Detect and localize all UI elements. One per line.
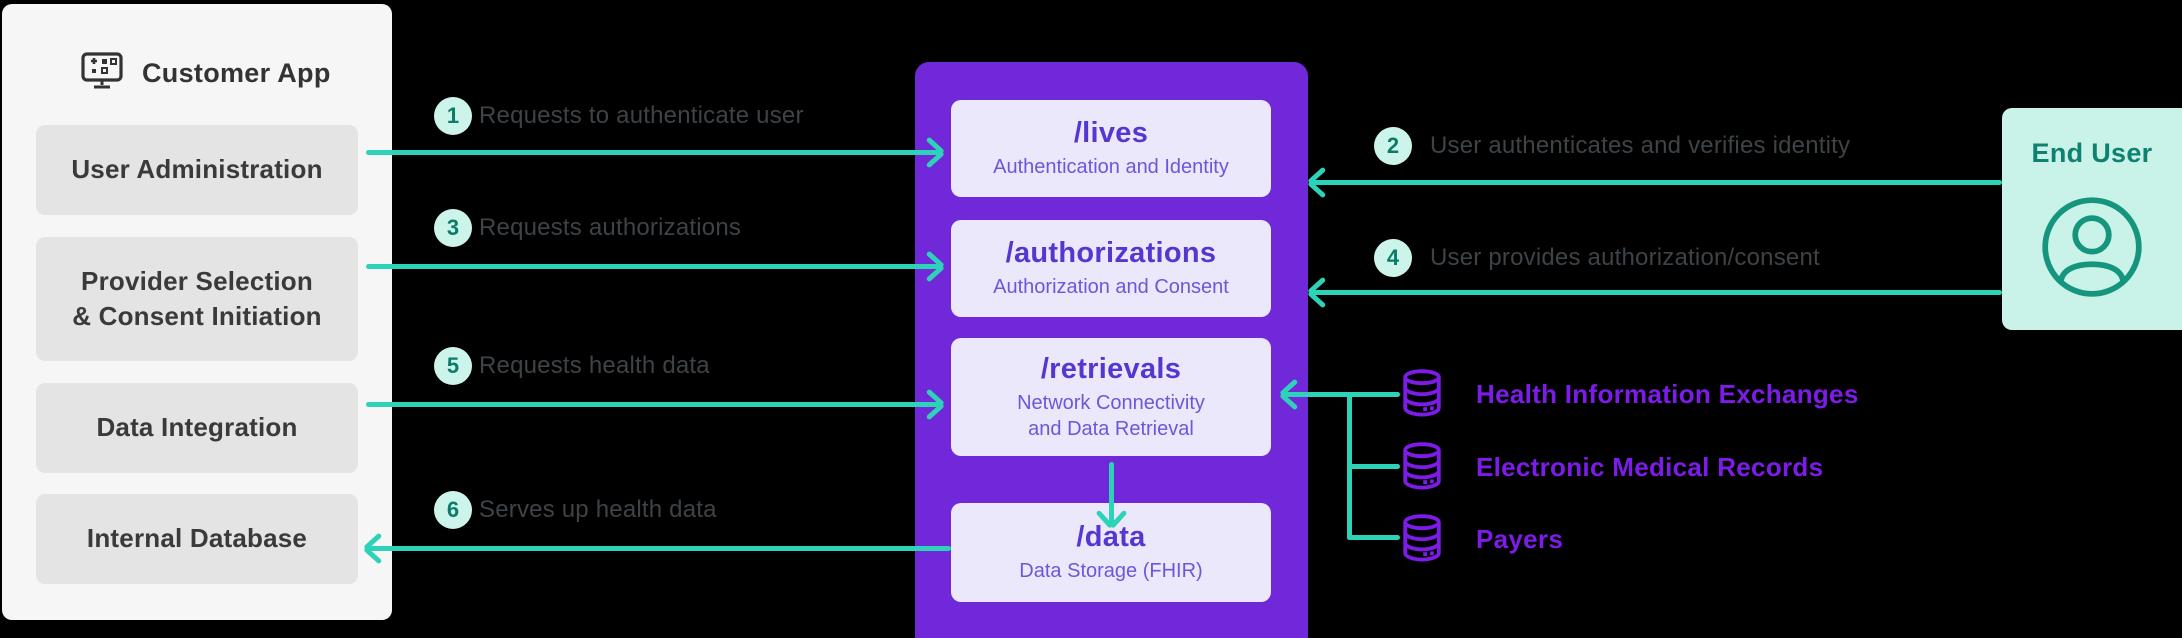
box-user-administration: User Administration xyxy=(36,125,358,215)
step-badge-2: 2 xyxy=(1374,127,1412,165)
customer-app-title: Customer App xyxy=(142,57,331,88)
source-label-emr: Electronic Medical Records xyxy=(1476,452,1824,482)
source-label-payers: Payers xyxy=(1476,524,1564,554)
database-icon-hie xyxy=(1398,368,1446,423)
step-badge-3: 3 xyxy=(434,209,472,247)
arrow-step-3 xyxy=(366,264,942,269)
end-user-person-icon xyxy=(2039,194,2145,305)
sources-connector-payers xyxy=(1347,535,1400,540)
arrow-step-6 xyxy=(366,546,951,551)
endpoint-authorizations-desc: Authorization and Consent xyxy=(993,276,1229,298)
arrow-step-1 xyxy=(366,150,942,155)
box-internal-database: Internal Database xyxy=(36,494,358,584)
endpoint-authorizations: /authorizations Authorization and Consen… xyxy=(951,220,1271,317)
step-badge-4: 4 xyxy=(1374,239,1412,277)
endpoint-data-desc: Data Storage (FHIR) xyxy=(1019,560,1203,582)
api-panel: /lives Authentication and Identity /auth… xyxy=(915,62,1308,638)
box-data-integration: Data Integration xyxy=(36,383,358,473)
box-provider-selection-consent: Provider Selection & Consent Initiation xyxy=(36,237,358,361)
endpoint-lives-desc: Authentication and Identity xyxy=(993,156,1229,178)
step-label-2: User authenticates and verifies identity xyxy=(1430,132,1851,159)
database-icon-emr xyxy=(1398,441,1446,496)
step-badge-5: 5 xyxy=(434,347,472,385)
step-label-1: Requests to authenticate user xyxy=(479,102,804,129)
arrow-step-2 xyxy=(1310,180,2002,185)
end-user-title: End User xyxy=(2031,138,2153,168)
customer-app-monitor-icon xyxy=(80,51,124,96)
end-user-card: End User xyxy=(2002,108,2182,330)
endpoint-retrievals-path: /retrievals xyxy=(1040,352,1182,385)
step-label-5: Requests health data xyxy=(479,352,710,379)
step-label-3: Requests authorizations xyxy=(479,214,742,241)
customer-app-header: Customer App xyxy=(80,50,331,96)
step-label-4: User provides authorization/consent xyxy=(1430,244,1820,271)
endpoint-authorizations-path: /authorizations xyxy=(1005,237,1217,269)
database-icon-payers xyxy=(1398,513,1446,568)
endpoint-lives: /lives Authentication and Identity xyxy=(951,100,1271,197)
sources-to-retrievals-arrow xyxy=(1282,392,1400,397)
endpoint-lives-path: /lives xyxy=(1073,117,1149,149)
step-badge-1: 1 xyxy=(434,97,472,135)
sources-connector-emr xyxy=(1347,464,1400,469)
endpoint-retrievals: /retrievals Network Connectivity and Dat… xyxy=(951,338,1271,456)
arrow-step-4 xyxy=(1310,290,2002,295)
step-label-6: Serves up health data xyxy=(479,496,717,523)
source-label-hie: Health Information Exchanges xyxy=(1476,379,1859,409)
retrievals-to-data-arrow xyxy=(1109,462,1114,526)
step-badge-6: 6 xyxy=(434,491,472,529)
customer-app-panel: Customer App User Administration Provide… xyxy=(2,4,392,620)
arrow-step-5 xyxy=(366,402,942,407)
endpoint-retrievals-desc: Network Connectivity and Data Retrieval xyxy=(1017,391,1205,440)
